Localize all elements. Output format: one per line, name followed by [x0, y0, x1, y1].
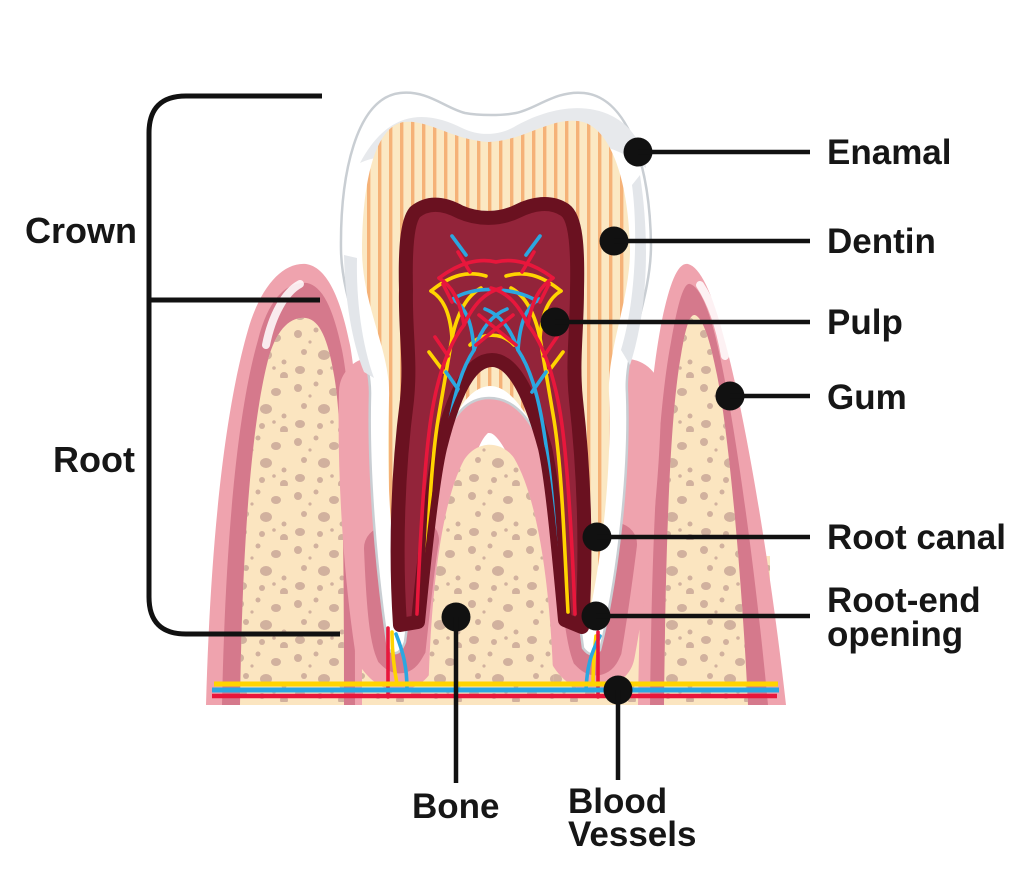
root-end-label-line2: opening: [827, 615, 963, 654]
right-gum-highlight: [696, 281, 729, 360]
root-end-label-line1: Root-end: [827, 581, 981, 620]
enamel-label: Enamal: [827, 133, 952, 172]
enamel-connector: [623, 137, 810, 167]
blood-vessel-band: [212, 681, 779, 699]
right-gum: [638, 263, 786, 705]
left-gum: [206, 263, 362, 705]
gum-label: Gum: [827, 378, 907, 417]
left-gum-highlight: [262, 280, 304, 349]
root-end-connector: [581, 601, 810, 631]
blood-vessels-connector: [603, 675, 633, 780]
blood-vessels-label-line2: Vessels: [568, 815, 696, 854]
label-connectors: [441, 137, 810, 783]
root-label: Root: [53, 439, 135, 480]
crown-root-bracket: [146, 93, 340, 637]
pulp-label: Pulp: [827, 303, 903, 342]
root-canal-connector: [582, 522, 810, 552]
enamel-shading-right: [621, 175, 646, 365]
tooth: [339, 91, 653, 656]
gum-connector: [715, 381, 810, 411]
root-canal-label: Root canal: [827, 518, 1006, 557]
dentin-connector: [599, 226, 810, 256]
pulp-connector: [540, 307, 810, 337]
crown-label: Crown: [25, 210, 137, 251]
bone-label: Bone: [412, 787, 500, 826]
bone-connector: [441, 602, 471, 783]
blood-vessels-label-line1: Blood: [568, 782, 667, 821]
dentin-label: Dentin: [827, 222, 936, 261]
labels: Crown Root Enamal Dentin Pulp Gum Root c…: [25, 133, 1006, 854]
enamel-shading-left: [344, 255, 374, 378]
